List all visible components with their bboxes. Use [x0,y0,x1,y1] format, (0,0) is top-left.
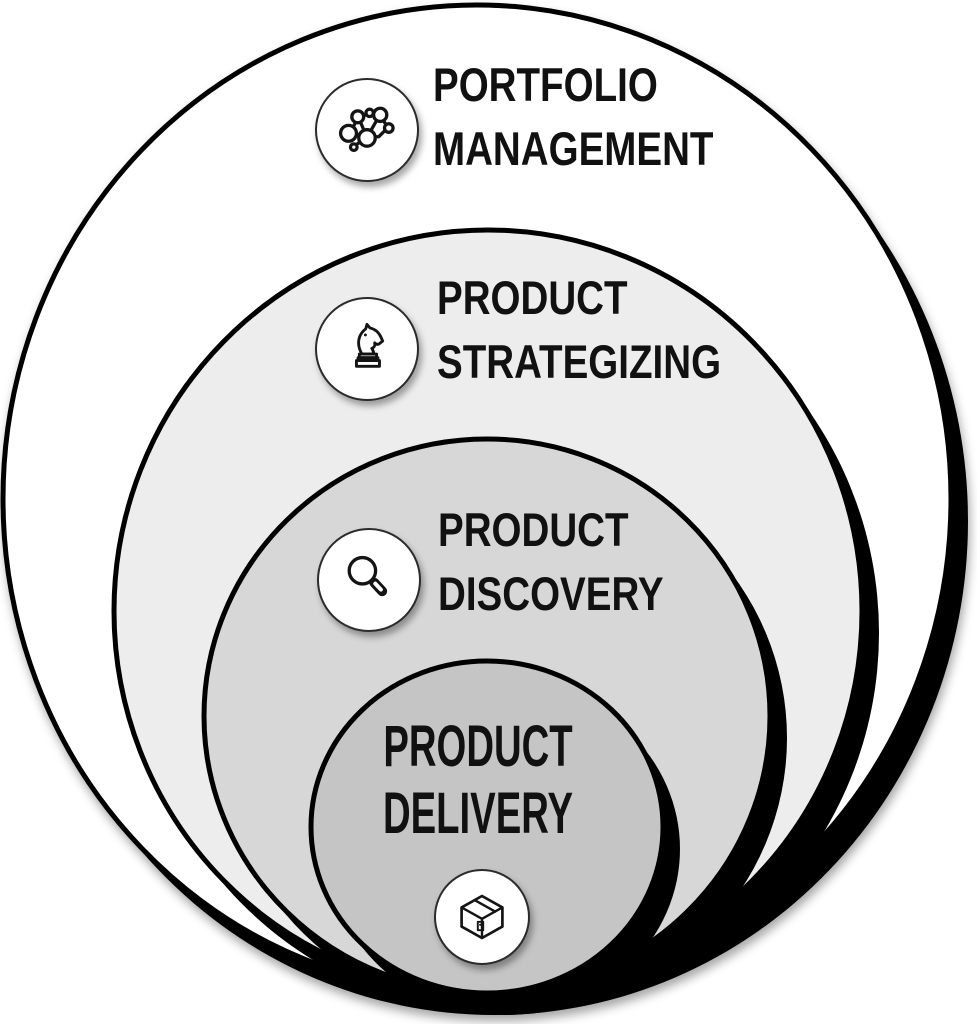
ring-product-delivery [308,658,666,996]
network-icon [338,106,395,153]
product-discovery-label: PRODUCT DISCOVERY [438,498,664,626]
product-delivery-label-line2: DELIVERY [382,781,574,846]
chess-knight-icon [355,322,385,368]
product-strategizing-label-line1: PRODUCT [437,271,628,324]
portfolio-management-label-line1: PORTFOLIO [433,58,658,111]
product-discovery-icon-badge [317,528,421,632]
product-discovery-label-line2: DISCOVERY [438,567,664,620]
product-discovery-label-line1: PRODUCT [438,503,629,556]
product-delivery-label-line1: PRODUCT [383,714,573,779]
portfolio-management-icon-badge [315,78,419,182]
portfolio-management-label-line2: MANAGEMENT [433,122,714,175]
magnifier-icon [347,555,388,597]
product-delivery-icon-badge [434,869,530,965]
product-strategizing-icon-badge [315,297,419,401]
portfolio-management-label: PORTFOLIO MANAGEMENT [433,53,713,181]
package-box-icon [460,894,504,940]
product-strategizing-label-line2: STRATEGIZING [437,335,722,388]
product-strategizing-label: PRODUCT STRATEGIZING [437,266,721,394]
product-delivery-label: PRODUCT DELIVERY [383,713,573,847]
